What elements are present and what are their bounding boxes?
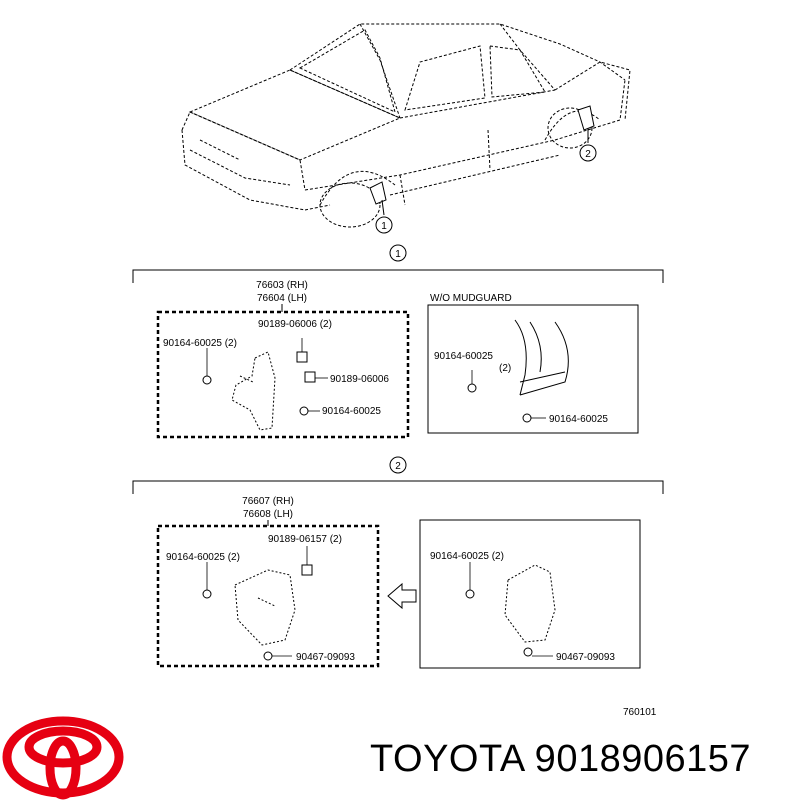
toyota-logo [2, 716, 124, 800]
part-number-rh: 76603 (RH) [256, 280, 308, 291]
callout-1-car: 1 [375, 216, 393, 234]
section-2-alt-box [419, 519, 641, 669]
arrow-left-icon [387, 582, 417, 610]
alt-label-screw-qty: (2) [499, 363, 511, 374]
svg-text:1: 1 [395, 249, 401, 260]
callout-2-car: 2 [579, 144, 597, 162]
alt-label-screw-60025: 90164-60025 [434, 351, 493, 362]
mud-guard-front-drawing [231, 351, 276, 431]
label-clip-06006: 90189-06006 [330, 374, 389, 385]
alt-label-screw-60025-b: 90164-60025 [549, 414, 608, 425]
diagram-code: 760101 [623, 707, 657, 718]
brand-part-number: TOYOTA 9018906157 [370, 738, 752, 780]
label-screw-60025-qty-2: 90164-60025 (2) [166, 552, 240, 563]
wheel-arch-drawing [514, 319, 569, 396]
section-2-header: 2 [132, 456, 664, 494]
label-clip-06006-qty: 90189-06006 (2) [258, 319, 332, 330]
part-number-lh-2: 76608 (LH) [243, 509, 293, 520]
car-illustration [181, 23, 631, 228]
mud-guard-rear-drawing [234, 569, 296, 646]
section-1-main-box [156, 310, 410, 439]
leaders-section-2 [206, 546, 308, 657]
section-1-header: 1 [132, 244, 664, 283]
mud-guard-rear-alt-drawing [504, 564, 556, 643]
clips-section-1 [202, 351, 316, 416]
part-number-lh: 76604 (LH) [257, 293, 307, 304]
label-screw-60025-qty: 90164-60025 (2) [163, 338, 237, 349]
svg-text:2: 2 [395, 461, 401, 472]
label-bolt-09093: 90467-09093 [296, 652, 355, 663]
leaders-section-1 [206, 338, 328, 412]
section-1-alt-box [427, 304, 639, 434]
alt-label-bolt-09093: 90467-09093 [556, 652, 615, 663]
clips-section-2 [202, 564, 313, 661]
svg-text:2: 2 [585, 149, 591, 160]
part-number-rh-2: 76607 (RH) [242, 496, 294, 507]
wo-mudguard-title: W/O MUDGUARD [430, 293, 512, 304]
alt-label-screw-60025-qty-2: 90164-60025 (2) [430, 551, 504, 562]
svg-text:1: 1 [381, 221, 387, 232]
mudflap-marker-front [369, 181, 387, 216]
screws-section-2-alt [465, 589, 533, 657]
label-clip-06157-qty: 90189-06157 (2) [268, 534, 342, 545]
mudflap-marker-rear [577, 105, 595, 143]
label-screw-60025: 90164-60025 [322, 406, 381, 417]
section-2-main-box [156, 524, 380, 668]
